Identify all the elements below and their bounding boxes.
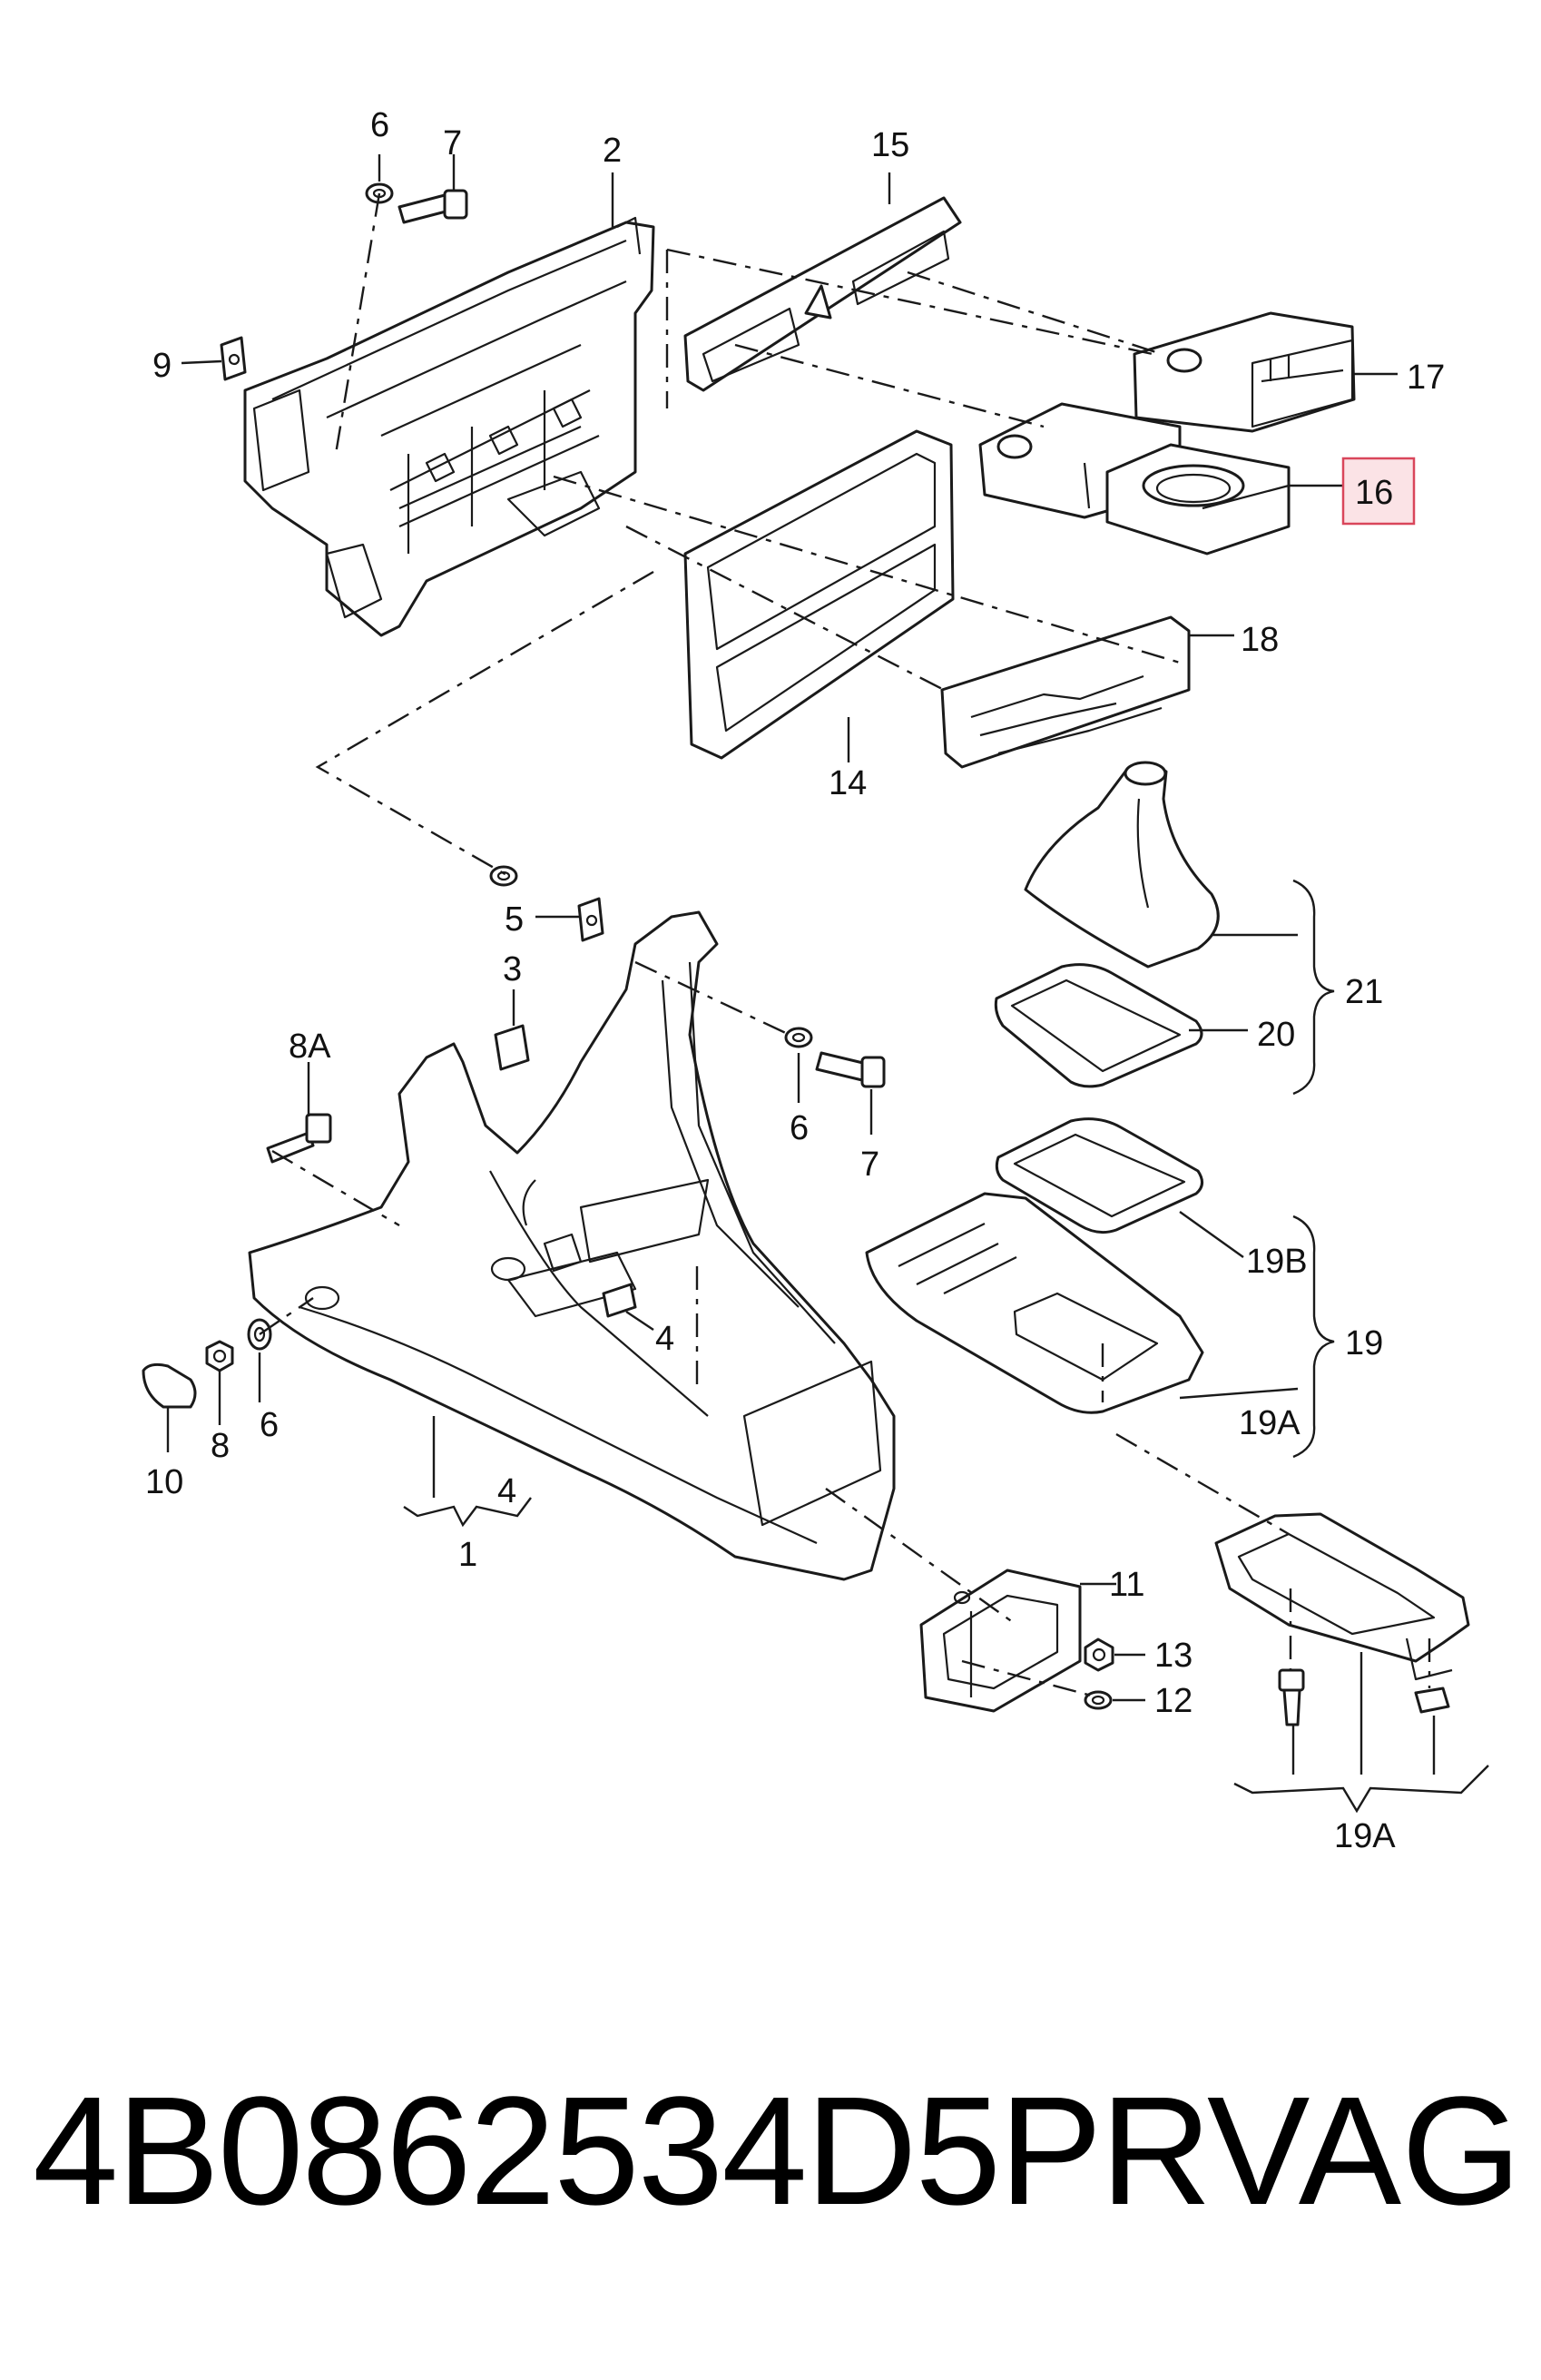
callout-15: 15 xyxy=(871,126,909,164)
trim-frame-15 xyxy=(683,196,962,392)
callout-17: 17 xyxy=(1407,359,1445,397)
leader-lines xyxy=(166,154,1489,1814)
callout-12: 12 xyxy=(1154,1682,1193,1720)
callout-3: 3 xyxy=(503,950,522,988)
callout-16: 16 xyxy=(1355,474,1393,512)
callout-1: 1 xyxy=(458,1536,477,1574)
surround-frame-14 xyxy=(683,429,955,760)
wood-trim-18 xyxy=(940,615,1191,769)
console-trim-19a xyxy=(865,1192,1204,1414)
mounting-plate-19a xyxy=(1214,1512,1470,1681)
callout-9: 9 xyxy=(152,347,172,385)
callout-19: 19 xyxy=(1345,1324,1383,1362)
callout-19a-low: 19A xyxy=(1334,1817,1396,1855)
callout-7-mid: 7 xyxy=(860,1146,879,1184)
clip-3 xyxy=(494,1024,530,1071)
dash-bracket-assembly xyxy=(243,216,655,637)
bracket-11 xyxy=(919,1569,1082,1713)
boot-frame-20 xyxy=(994,963,1203,1088)
clip-9 xyxy=(220,336,247,381)
bolt-7-mid xyxy=(815,1051,886,1088)
callout-labels: 6 7 2 15 9 17 16 18 14 5 3 8A 6 7 21 20 … xyxy=(145,106,1445,1855)
ashtray-module-17 xyxy=(1133,311,1356,433)
callout-6-mid: 6 xyxy=(790,1109,809,1147)
screw-19a-lower xyxy=(1278,1668,1305,1726)
washer-6-mid xyxy=(784,1027,813,1048)
callout-14: 14 xyxy=(829,764,867,802)
callout-8a: 8A xyxy=(289,1028,331,1066)
callout-18: 18 xyxy=(1241,621,1279,659)
clip-19a-lower xyxy=(1414,1687,1450,1714)
callout-10: 10 xyxy=(145,1463,183,1501)
callout-5: 5 xyxy=(505,900,524,939)
callout-6-top: 6 xyxy=(370,106,389,144)
callout-11: 11 xyxy=(1109,1566,1144,1604)
callout-4: 4 xyxy=(655,1320,674,1358)
washer-6-mid-upper xyxy=(489,865,518,887)
shift-frame-19b xyxy=(995,1117,1203,1234)
callout-19a: 19A xyxy=(1239,1404,1301,1442)
callout-7-top: 7 xyxy=(443,124,462,162)
callout-19b: 19B xyxy=(1246,1243,1308,1281)
shift-boot-21 xyxy=(1024,761,1220,969)
center-console-1 xyxy=(248,910,896,1581)
callout-4-low: 4 xyxy=(497,1472,516,1510)
callout-2: 2 xyxy=(603,132,622,170)
assembly-lines xyxy=(259,192,1431,1699)
callout-6-low: 6 xyxy=(260,1406,279,1444)
clip-4 xyxy=(602,1283,637,1318)
callout-20: 20 xyxy=(1257,1016,1295,1054)
nut-13 xyxy=(1084,1637,1114,1672)
cap-10 xyxy=(142,1362,197,1409)
clip-5 xyxy=(577,897,604,942)
highlight-box-16 xyxy=(1341,457,1416,526)
washer-12 xyxy=(1084,1690,1113,1710)
footer: 4B0862534D5PR VAG xyxy=(0,2060,1541,2242)
callout-21: 21 xyxy=(1345,973,1383,1011)
nut-8 xyxy=(205,1340,234,1372)
brand-name: VAG xyxy=(1207,2065,1522,2237)
cup-holder-16 xyxy=(978,402,1291,556)
bolt-7-top xyxy=(398,189,468,224)
callout-8: 8 xyxy=(211,1427,230,1465)
callout-13: 13 xyxy=(1154,1637,1193,1675)
part-number: 4B0862534D5PR xyxy=(33,2065,1212,2237)
